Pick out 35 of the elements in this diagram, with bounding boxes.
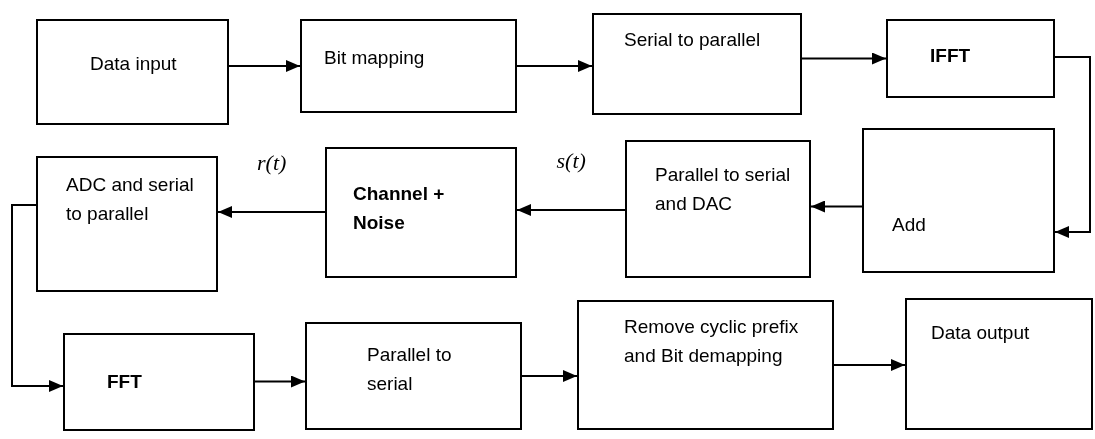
process-box [305,322,522,430]
arrow [833,359,906,371]
box-label: Add [892,213,927,237]
process-box [36,19,229,125]
arrow [516,60,593,72]
process-box [625,140,811,278]
process-box [905,298,1093,430]
process-box [325,147,517,278]
process-box [577,300,834,430]
box-label: Data input [90,52,178,76]
process-box [886,19,1055,98]
box-label: Parallel to serial and DAC [655,163,791,217]
arrow [1054,56,1091,238]
box-label: Bit mapping [324,46,426,70]
box-label: Data output [931,321,1031,345]
box-label: FFT [107,370,143,394]
arrow [810,200,863,213]
process-box [36,156,218,292]
box-label: ADC and serial to parallel [66,173,195,227]
process-box [63,333,255,431]
arrow [516,204,626,216]
process-box [862,128,1055,273]
process-box [592,13,802,115]
arrow [801,52,887,65]
box-label: Serial to parallel [624,28,762,52]
arrow [254,375,306,388]
box-label: Remove cyclic prefix and Bit demapping [624,315,800,369]
box-label: IFFT [930,44,972,68]
box-label: Channel + Noise [353,182,446,236]
process-box [300,19,517,113]
arrow [217,206,326,218]
arrow [11,204,64,392]
arrow [228,60,301,72]
box-label: Parallel to serial [367,343,453,397]
arrow [521,370,578,382]
